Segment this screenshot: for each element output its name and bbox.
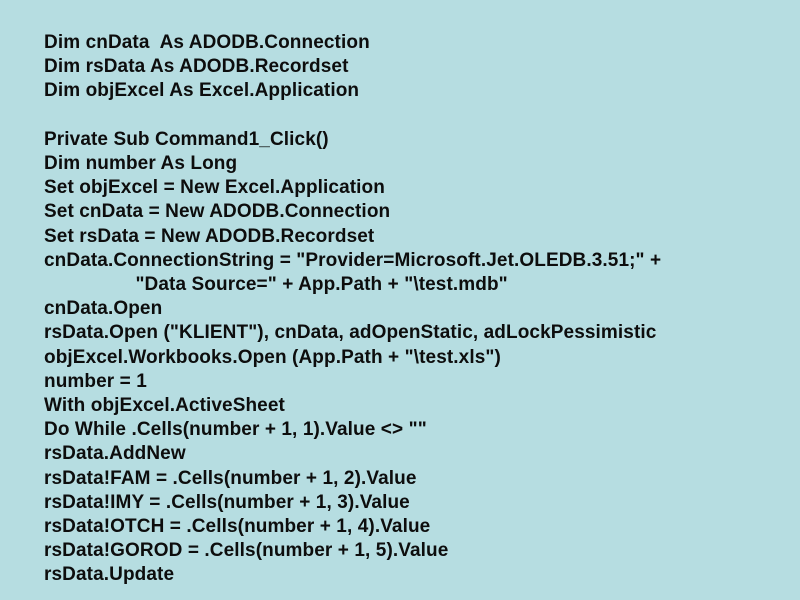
code-line: rsData.AddNew — [44, 443, 186, 465]
code-line: rsData.Open ("KLIENT"), cnData, adOpenSt… — [44, 322, 657, 344]
code-line — [44, 104, 800, 128]
code-line: Dim cnData As ADODB.Connection — [44, 32, 370, 53]
code-line: Set objExcel = New Excel.Application — [44, 177, 385, 199]
code-line: rsData!GOROD = .Cells(number + 1, 5).Val… — [44, 540, 449, 562]
code-line: cnData.Open — [44, 298, 163, 320]
code-line: Set rsData = New ADODB.Recordset — [44, 225, 375, 247]
code-line: Do While .Cells(number + 1, 1).Value <> … — [44, 419, 427, 441]
code-line: Set cnData = New ADODB.Connection — [44, 201, 391, 223]
code-line: With objExcel.ActiveSheet — [44, 395, 285, 417]
code-line: rsData!IMY = .Cells(number + 1, 3).Value — [44, 491, 410, 513]
code-line: Dim rsData As ADODB.Recordset — [44, 56, 349, 78]
code-line: Private Sub Command1_Click() — [44, 128, 329, 150]
code-line: rsData.Update — [44, 564, 175, 586]
code-line: Dim objExcel As Excel.Application — [44, 80, 360, 102]
code-line: cnData.ConnectionString = "Provider=Micr… — [44, 249, 662, 271]
code-line: rsData!FAM = .Cells(number + 1, 2).Value — [44, 467, 417, 489]
code-line: "Data Source=" + App.Path + "\test.mdb" — [44, 274, 508, 296]
code-line: number = 1 — [44, 370, 147, 392]
code-line: Dim number As Long — [44, 153, 238, 175]
code-line: objExcel.Workbooks.Open (App.Path + "\te… — [44, 346, 501, 368]
code-line: rsData!OTCH = .Cells(number + 1, 4).Valu… — [44, 516, 431, 538]
